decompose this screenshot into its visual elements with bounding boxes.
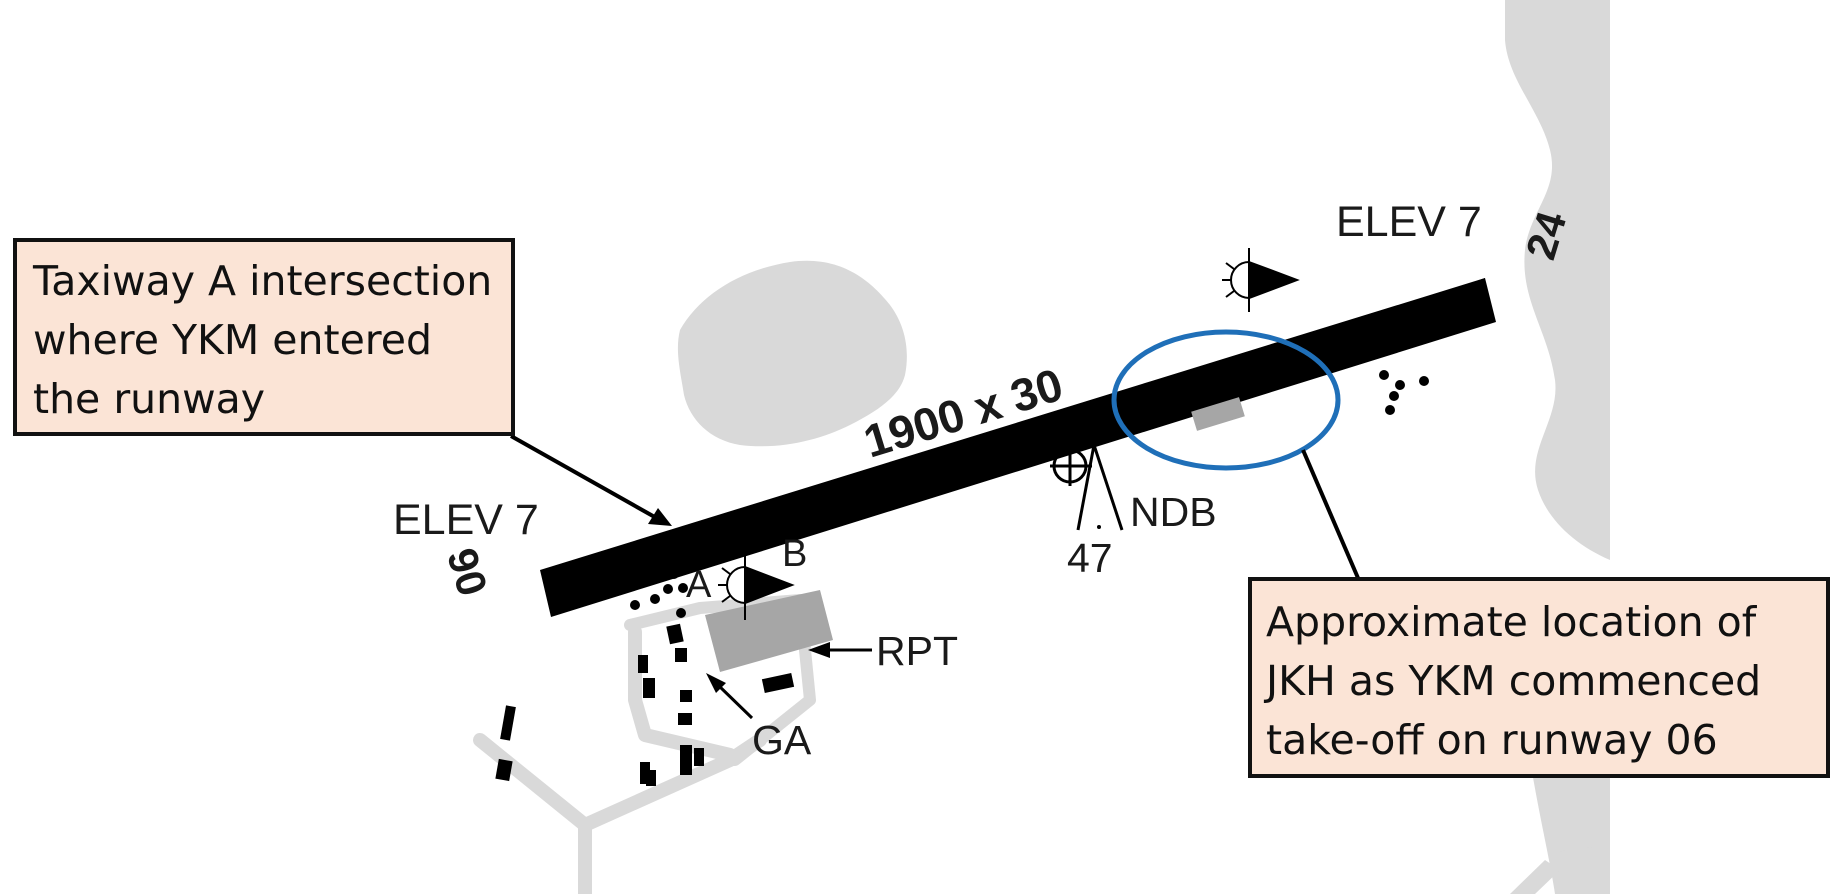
callout-taxiway-pointer: [510, 434, 672, 526]
apron: [705, 590, 833, 672]
windsock-west: [718, 555, 795, 620]
runway-end-06: 06: [438, 543, 497, 601]
ndb-height-label: 47: [1067, 535, 1113, 581]
jkh-location-ellipse: [1111, 329, 1341, 471]
callout-line: Approximate location of: [1266, 598, 1757, 646]
ndb-dot: [1097, 525, 1101, 529]
ndb-antenna-icon: [1050, 444, 1124, 531]
callout-jkh-pointer: [1301, 449, 1360, 579]
buildings: [495, 623, 795, 786]
ga-label: GA: [752, 717, 812, 763]
windsock-east: [1222, 248, 1300, 312]
callout-line: where YKM entered: [33, 316, 433, 364]
taxiway-a-label: A: [686, 564, 712, 606]
elevation-west: ELEV 7: [393, 496, 539, 544]
ga-arrow: [706, 673, 754, 720]
callout-taxiway-a: Taxiway A intersection where YKM entered…: [13, 238, 515, 436]
rpt-arrow: [808, 642, 872, 658]
ndb-label: NDB: [1130, 489, 1217, 535]
lighting-dots: [630, 370, 1429, 618]
rpt-label: RPT: [876, 628, 958, 674]
callout-line: Taxiway A intersection: [33, 257, 493, 305]
callout-jkh-location: Approximate location of JKH as YKM comme…: [1248, 577, 1830, 778]
callout-line: JKH as YKM commenced: [1266, 657, 1762, 705]
callout-line: take-off on runway 06: [1266, 716, 1718, 764]
runway: [540, 278, 1496, 617]
terrain-blob: [677, 260, 907, 447]
runway-marker: [1191, 397, 1245, 431]
taxiway-b-label: B: [782, 533, 807, 575]
elevation-east: ELEV 7: [1336, 198, 1482, 246]
coastline: [1505, 0, 1610, 894]
callout-line: the runway: [33, 375, 266, 423]
